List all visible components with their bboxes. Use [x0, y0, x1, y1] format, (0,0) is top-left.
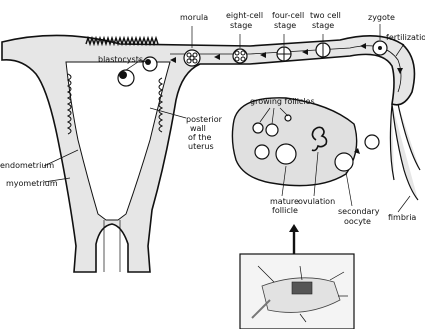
blastocyst-1 [143, 57, 157, 71]
four-cell-embryo [277, 47, 291, 61]
label-posterior-line2: wall [190, 124, 206, 133]
label-fertilization: fertilization [386, 33, 425, 42]
follicle-1 [253, 123, 263, 133]
label-fimbria: fimbria [388, 213, 416, 222]
label-morula: morula [180, 13, 208, 22]
label-four-cell-line1: four-cell [272, 11, 304, 20]
label-eight-cell-line2: stage [230, 21, 252, 30]
label-zygote: zygote [368, 13, 395, 22]
up-arrow-icon [289, 224, 299, 232]
label-four-cell-line2: stage [274, 21, 296, 30]
label-mature-line1: mature [270, 197, 299, 206]
device-inset [240, 254, 354, 329]
released-oocyte [335, 153, 353, 171]
label-posterior-line4: uterus [188, 142, 214, 151]
morula-cell [184, 50, 200, 66]
ptr-secondary-oocyte [346, 172, 352, 206]
zygote-cell [373, 41, 387, 55]
follicle-2 [266, 124, 278, 136]
label-blastocysts: blastocysts [98, 55, 143, 64]
label-growing-follicles: growing follicles [250, 97, 315, 106]
label-secondary-line2: oocyte [344, 217, 371, 226]
label-myometrium: myometrium [6, 179, 58, 188]
two-cell-embryo [316, 43, 330, 57]
ptr-fimbria [398, 196, 410, 212]
oocyte-in-tube [365, 135, 379, 149]
label-eight-cell-line1: eight-cell [226, 11, 263, 20]
follicle-4 [255, 145, 269, 159]
label-posterior-line3: of the [188, 133, 211, 142]
fimbria-shape [390, 104, 420, 200]
device-screen [292, 282, 312, 294]
label-endometrium: endometrium [0, 161, 54, 170]
label-two-cell-line2: stage [312, 21, 334, 30]
label-mature-line2: follicle [272, 206, 298, 215]
eight-cell-embryo [233, 49, 247, 63]
cervical-canal [104, 220, 120, 272]
label-secondary-line1: secondary [338, 207, 380, 216]
mature-follicle [276, 144, 296, 164]
label-ovulation: ovulation [298, 197, 335, 206]
label-posterior-line1: posterior [186, 115, 223, 124]
ovary [232, 98, 356, 186]
label-two-cell-line1: two cell [310, 11, 341, 20]
blastocyst-2 [118, 70, 134, 86]
